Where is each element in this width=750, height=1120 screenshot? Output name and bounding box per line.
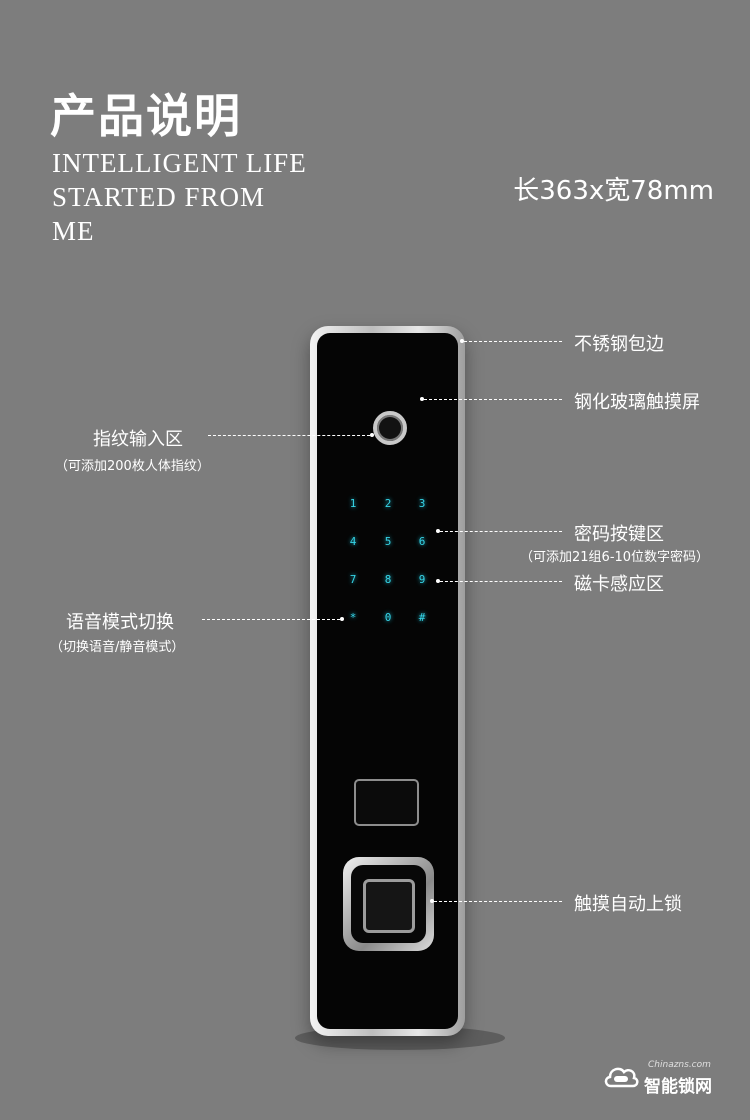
label-auto-lock: 触摸自动上锁	[574, 894, 682, 915]
key-hash: #	[418, 611, 426, 624]
page-title: 产品说明	[50, 89, 242, 143]
callout-line	[208, 435, 370, 436]
slogan: INTELLIGENT LIFE STARTED FROM ME	[52, 146, 307, 248]
label-password-keys: 密码按键区	[574, 524, 664, 545]
key-4: 4	[349, 535, 357, 548]
watermark-name: 智能锁网	[644, 1077, 712, 1097]
label-voice-mode: 语音模式切换	[66, 612, 174, 633]
key-0: 0	[384, 611, 392, 624]
auto-lock-touch-sensor	[363, 879, 415, 933]
callout-line	[440, 581, 562, 582]
slogan-line-3: ME	[52, 216, 95, 246]
callout-dot	[436, 579, 440, 583]
note-fingerprint: （可添加200枚人体指纹）	[55, 459, 210, 474]
callout-line	[464, 341, 562, 342]
key-2: 2	[384, 497, 392, 510]
cloud-logo-icon	[604, 1067, 639, 1088]
callout-dot	[430, 899, 434, 903]
callout-dot	[460, 339, 464, 343]
watermark-url: Chinazns.com	[648, 1060, 711, 1070]
key-star: *	[349, 611, 357, 624]
key-9: 9	[418, 573, 426, 586]
site-watermark: Chinazns.com 智能锁网	[602, 1058, 732, 1098]
door-handle	[343, 857, 434, 951]
callout-line	[424, 399, 562, 400]
key-1: 1	[349, 497, 357, 510]
callout-line	[440, 531, 562, 532]
callout-dot	[370, 433, 374, 437]
fingerprint-sensor	[373, 411, 407, 445]
callout-dot	[420, 397, 424, 401]
slogan-line-1: INTELLIGENT LIFE	[52, 148, 307, 178]
label-fingerprint: 指纹输入区	[93, 429, 183, 450]
label-card-area: 磁卡感应区	[574, 574, 664, 595]
dimension-text: 长363x宽78mm	[513, 176, 714, 206]
key-5: 5	[384, 535, 392, 548]
callout-dot	[436, 529, 440, 533]
callout-line	[202, 619, 340, 620]
card-reader-window	[354, 779, 419, 826]
slogan-line-2: STARTED FROM	[52, 182, 265, 212]
callout-line	[434, 901, 562, 902]
key-6: 6	[418, 535, 426, 548]
callout-dot	[340, 617, 344, 621]
key-8: 8	[384, 573, 392, 586]
key-7: 7	[349, 573, 357, 586]
note-password: （可添加21组6-10位数字密码）	[520, 550, 710, 565]
note-voice-mode: （切换语音/静音模式）	[50, 640, 185, 655]
label-stainless-edge: 不锈钢包边	[574, 334, 664, 355]
key-3: 3	[418, 497, 426, 510]
label-tempered-glass: 钢化玻璃触摸屏	[574, 392, 700, 413]
